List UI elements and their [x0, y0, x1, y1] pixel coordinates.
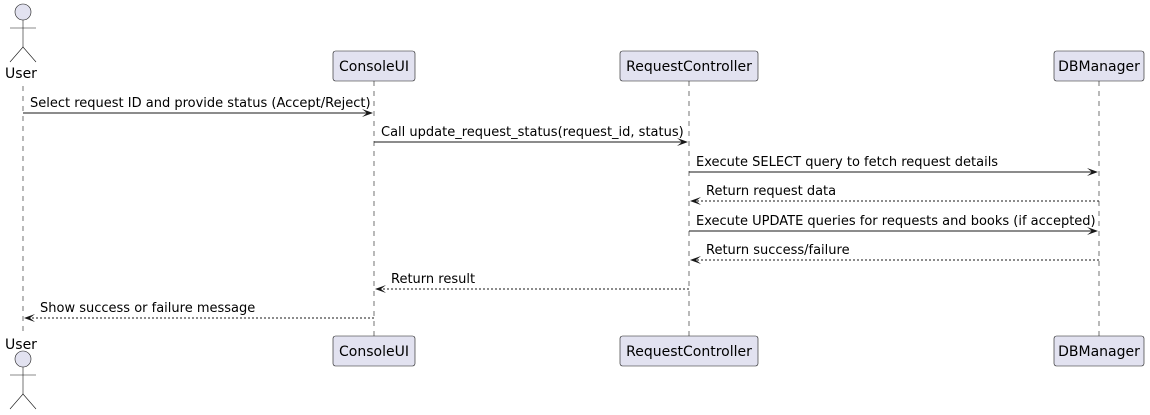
- arrowhead-icon: [677, 138, 688, 146]
- arrowhead-icon: [690, 197, 701, 205]
- arrowhead-icon: [690, 256, 701, 264]
- message-label: Return request data: [706, 184, 836, 199]
- participant-label-user-bottom: User: [5, 337, 37, 353]
- participant-box: [1053, 335, 1145, 367]
- message-label: Execute SELECT query to fetch request de…: [696, 155, 998, 170]
- participant-box: [332, 335, 416, 367]
- arrowhead-icon: [362, 109, 373, 117]
- messages: Select request ID and provide status (Ac…: [23, 96, 1099, 322]
- participant-label-dbmanager: DBManager: [1058, 344, 1140, 360]
- participant-label-dbmanager: DBManager: [1058, 59, 1140, 75]
- participant-consoleui-bottom: ConsoleUI: [332, 335, 416, 367]
- participant-consoleui-top: ConsoleUI: [332, 50, 416, 82]
- participant-heads: UserUserConsoleUIConsoleUIRequestControl…: [5, 3, 1145, 410]
- message-6: Return success/failure: [690, 243, 1099, 264]
- participant-requestcontroller-bottom: RequestController: [619, 335, 759, 367]
- participant-label-consoleui: ConsoleUI: [339, 59, 409, 75]
- message-7: Return result: [375, 272, 689, 293]
- message-8: Show success or failure message: [24, 301, 374, 322]
- message-label: Return result: [391, 272, 475, 287]
- message-label: Return success/failure: [706, 243, 850, 258]
- participant-box: [619, 50, 759, 82]
- message-2: Call update_request_status(request_id, s…: [374, 125, 688, 146]
- participant-label-user-top: User: [5, 66, 37, 82]
- message-label: Call update_request_status(request_id, s…: [381, 125, 684, 140]
- message-label: Execute UPDATE queries for requests and …: [696, 214, 1096, 229]
- actor-icon: [9, 3, 37, 63]
- participant-box: [1053, 50, 1145, 82]
- message-5: Execute UPDATE queries for requests and …: [689, 214, 1098, 235]
- arrowhead-icon: [1087, 168, 1098, 176]
- participant-box: [332, 50, 416, 82]
- message-4: Return request data: [690, 184, 1099, 205]
- arrowhead-icon: [375, 285, 386, 293]
- arrowhead-icon: [24, 314, 35, 322]
- message-3: Execute SELECT query to fetch request de…: [689, 155, 1098, 176]
- actor-icon: [9, 350, 37, 410]
- participant-dbmanager-top: DBManager: [1053, 50, 1145, 82]
- arrowhead-icon: [1087, 227, 1098, 235]
- participant-dbmanager-bottom: DBManager: [1053, 335, 1145, 367]
- participant-label-requestcontroller: RequestController: [626, 59, 752, 75]
- participant-label-requestcontroller: RequestController: [626, 344, 752, 360]
- participant-label-consoleui: ConsoleUI: [339, 344, 409, 360]
- participant-requestcontroller-top: RequestController: [619, 50, 759, 82]
- lifelines: [22, 81, 1100, 336]
- participant-box: [619, 335, 759, 367]
- message-1: Select request ID and provide status (Ac…: [23, 96, 373, 117]
- message-label: Show success or failure message: [40, 301, 255, 316]
- message-label: Select request ID and provide status (Ac…: [30, 96, 371, 111]
